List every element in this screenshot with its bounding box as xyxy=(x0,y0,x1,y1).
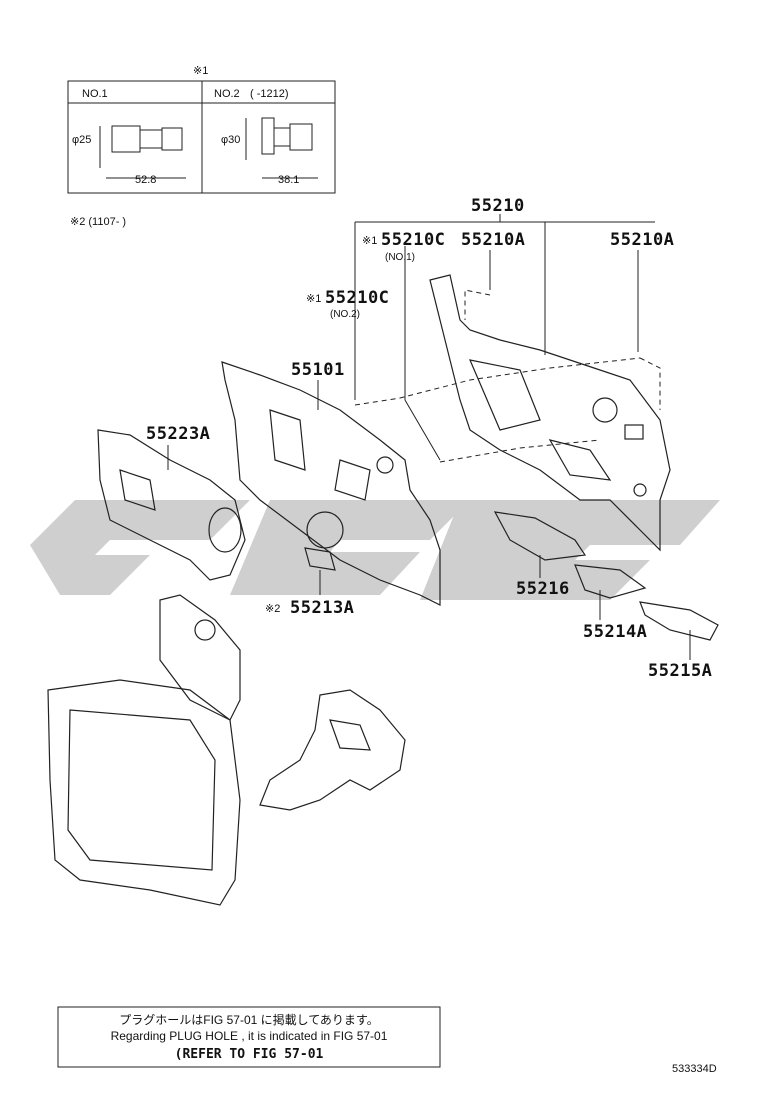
label-55210c-1-sub: (NO.1) xyxy=(385,252,415,263)
legend-no2-title: NO.2 xyxy=(214,88,240,100)
label-55210c-2: 55210C xyxy=(325,288,390,308)
note-line-jp: プラグホールはFIG 57-01 に掲載してあります。 xyxy=(119,1013,379,1027)
note-line-en: Regarding PLUG HOLE , it is indicated in… xyxy=(110,1029,388,1043)
legend-no1-title: NO.1 xyxy=(82,88,108,100)
legend-no2-range: ( -1212) xyxy=(250,88,289,100)
legend-no2-diameter: φ30 xyxy=(221,134,241,146)
legend-ref2: ※2 (1107- ) xyxy=(70,216,127,228)
watermark-logo xyxy=(30,500,720,600)
label-55215a: 55215A xyxy=(648,661,713,681)
label-55210c-2-mark: ※1 xyxy=(306,293,322,305)
label-55210a-2: 55210A xyxy=(610,230,675,250)
legend-no1-length: 52.8 xyxy=(135,174,157,186)
label-55214a: 55214A xyxy=(583,622,648,642)
note-box: プラグホールはFIG 57-01 に掲載してあります。 Regarding PL… xyxy=(58,1007,440,1067)
diagram-id: 533334D xyxy=(672,1063,717,1075)
label-55210: 55210 xyxy=(471,196,525,216)
legend-no1-diameter: φ25 xyxy=(72,134,92,146)
label-55210c-2-sub: (NO.2) xyxy=(330,309,360,320)
label-55101: 55101 xyxy=(291,360,345,380)
legend-no2-length: 38.1 xyxy=(278,174,300,186)
label-55213a: 55213A xyxy=(290,598,355,618)
label-55216: 55216 xyxy=(516,579,570,599)
note-line-refer: (REFER TO FIG 57-01 xyxy=(174,1047,324,1062)
label-55213a-mark: ※2 xyxy=(265,603,281,615)
legend-ref-mark: ※1 xyxy=(193,65,209,77)
label-55223a: 55223A xyxy=(146,424,211,444)
label-55210a-1: 55210A xyxy=(461,230,526,250)
label-55210c-1: 55210C xyxy=(381,230,446,250)
label-55210c-1-mark: ※1 xyxy=(362,235,378,247)
